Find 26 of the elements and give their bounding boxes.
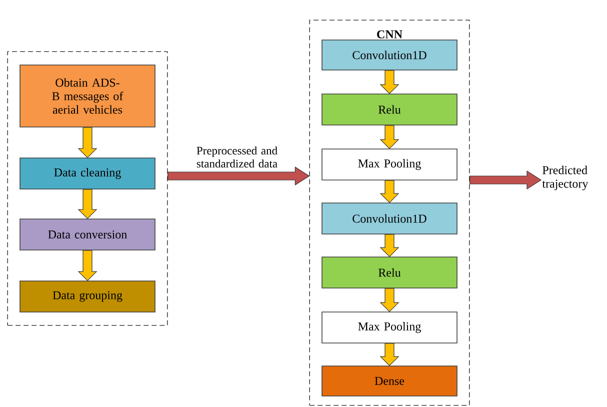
- block-arrow: [470, 170, 542, 190]
- process-box: Dense: [322, 366, 458, 396]
- block-arrow: [78, 250, 98, 282]
- block-arrow: [380, 180, 400, 204]
- process-box: Max Pooling: [322, 148, 458, 180]
- process-box: Obtain ADS-B messages of aerial vehicles: [20, 64, 156, 128]
- dashed-group-frame: [7, 51, 168, 326]
- process-box: Convolution1D: [322, 202, 458, 234]
- process-box: Data cleaning: [20, 158, 156, 190]
- process-box: Max Pooling: [322, 312, 458, 344]
- block-arrow: [380, 70, 400, 94]
- block-arrow: [380, 288, 400, 312]
- block-arrow: [380, 234, 400, 258]
- output-text: Predicted trajectory: [542, 166, 588, 190]
- block-arrow: [380, 343, 400, 366]
- edge-label: Preprocessed and standardized data: [196, 146, 278, 168]
- group-heading: CNN: [377, 30, 402, 38]
- block-arrow: [78, 189, 98, 220]
- process-box: Relu: [322, 256, 458, 288]
- block-arrow: [168, 166, 310, 186]
- process-box: Data grouping: [20, 280, 156, 312]
- process-box: Relu: [322, 94, 458, 126]
- block-arrow: [380, 125, 400, 150]
- process-box: Data conversion: [20, 218, 156, 250]
- block-arrow: [78, 127, 98, 158]
- process-box: Convolution1D: [322, 40, 458, 70]
